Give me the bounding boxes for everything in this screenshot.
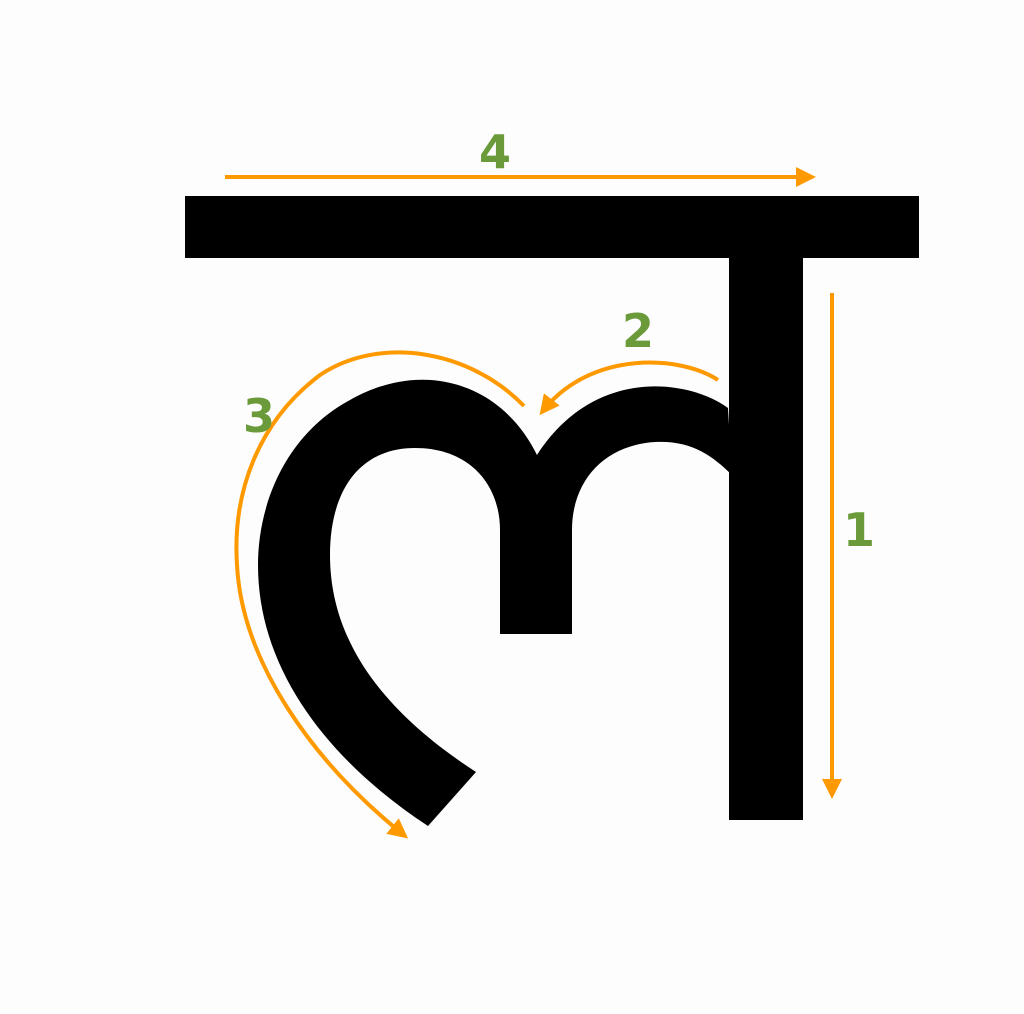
headline-bar: [185, 196, 919, 258]
step-label-2: 2: [622, 304, 654, 358]
loop-shape: [258, 379, 732, 826]
arrow-stroke-2: [539, 360, 720, 416]
step-labels: 1 2 3 4: [243, 125, 875, 557]
vertical-stem: [729, 255, 803, 820]
stroke-arrows: [225, 167, 842, 839]
letter-glyph: [185, 196, 919, 826]
step-label-4: 4: [479, 125, 511, 179]
step-label-3: 3: [243, 389, 275, 443]
step-label-1: 1: [843, 503, 875, 557]
arrow-stroke-3: [234, 350, 526, 839]
